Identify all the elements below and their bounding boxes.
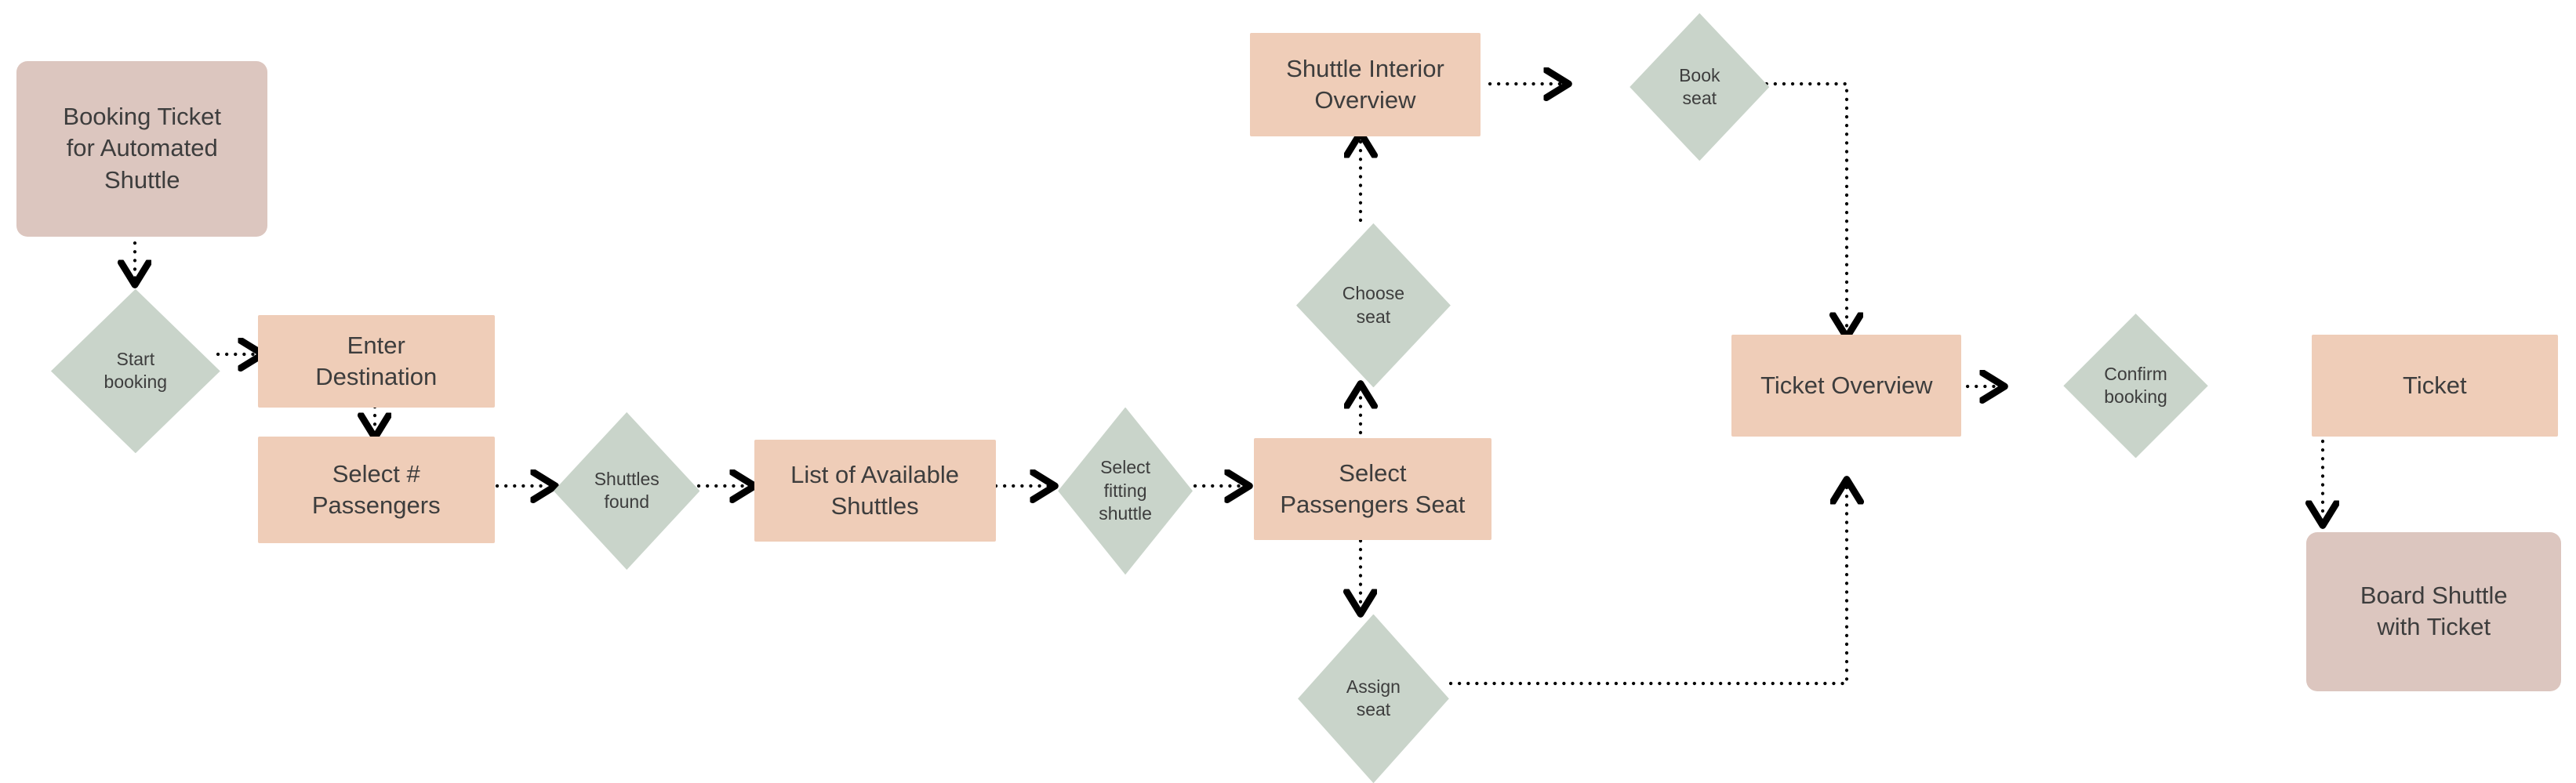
node-label: Select # Passengers [312,459,441,522]
node-label: Start booking [104,348,168,394]
node-select-passengers-seat[interactable]: Select Passengers Seat [1254,438,1492,540]
node-shuttles-found[interactable]: Shuttles found [554,412,699,570]
node-label: Enter Destination [315,330,437,393]
node-list-available[interactable]: List of Available Shuttles [754,440,996,542]
node-select-passengers[interactable]: Select # Passengers [258,437,495,543]
node-confirm-booking[interactable]: Confirm booking [2063,314,2207,458]
node-label: Ticket Overview [1760,370,1932,401]
node-select-fitting[interactable]: Select fitting shuttle [1058,408,1193,575]
node-label: Assign seat [1346,676,1401,722]
node-label: List of Available Shuttles [790,459,959,523]
node-label: Shuttles found [594,468,659,514]
node-choose-seat[interactable]: Choose seat [1296,223,1451,387]
node-book-seat[interactable]: Book seat [1630,13,1769,161]
node-shuttle-interior-overview[interactable]: Shuttle Interior Overview [1250,33,1480,136]
node-assign-seat[interactable]: Assign seat [1298,614,1449,783]
node-enter-destination[interactable]: Enter Destination [258,315,495,407]
node-label: Choose seat [1342,282,1404,328]
node-label: Ticket [2403,370,2467,401]
node-label: Select Passengers Seat [1280,458,1465,521]
node-label: Confirm booking [2104,363,2167,409]
node-ticket-overview[interactable]: Ticket Overview [1731,335,1961,437]
node-label: Board Shuttle with Ticket [2360,580,2508,643]
node-label: Shuttle Interior Overview [1286,53,1444,117]
node-start-booking[interactable]: Start booking [51,289,220,453]
node-label: Select fitting shuttle [1099,456,1152,525]
node-booking-ticket[interactable]: Booking Ticket for Automated Shuttle [16,61,268,237]
node-ticket[interactable]: Ticket [2312,335,2558,437]
node-label: Book seat [1679,64,1720,111]
node-label: Booking Ticket for Automated Shuttle [63,101,221,196]
edge-assignseat-to-ticketoverview [1451,486,1847,683]
node-board-shuttle[interactable]: Board Shuttle with Ticket [2306,532,2561,691]
